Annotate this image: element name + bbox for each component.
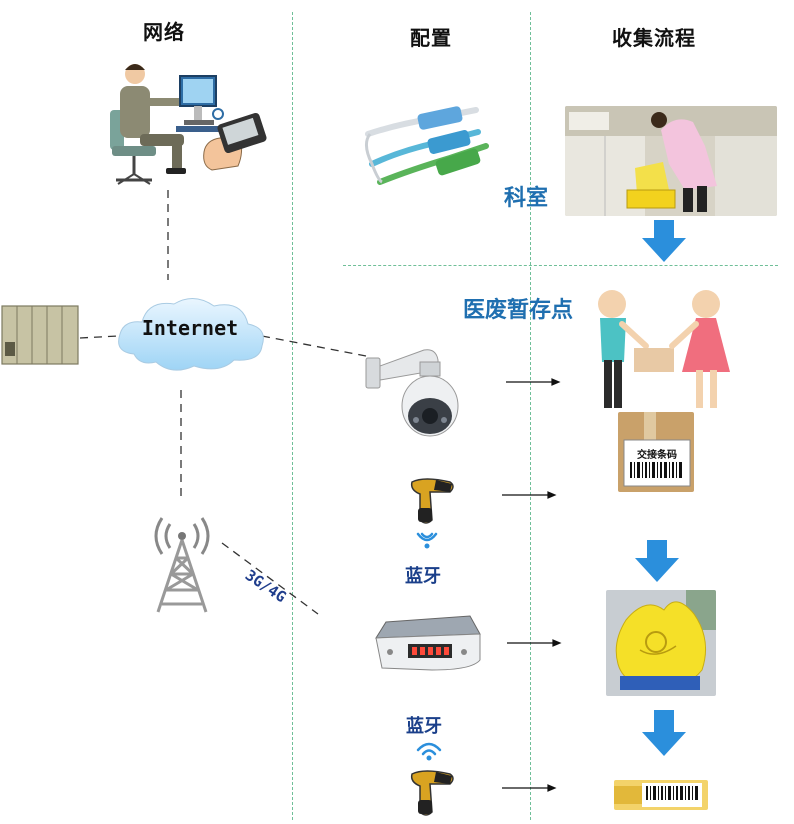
ptz-camera-icon	[364, 340, 464, 444]
bluetooth-label-1: 蓝牙	[405, 566, 441, 587]
connector-tower-mobile	[221, 542, 319, 615]
column-title-config: 配置	[410, 26, 452, 50]
bluetooth-label-2: 蓝牙	[406, 716, 442, 737]
server-icon	[0, 302, 82, 370]
barcode-card-text: 交接条码	[637, 450, 677, 461]
handover-figures-icon	[584, 284, 744, 418]
divider-network-config	[292, 12, 293, 820]
divider-config-process	[530, 12, 531, 820]
cloud-icon	[118, 298, 264, 371]
column-title-process: 收集流程	[612, 26, 696, 50]
computer-user-icon	[100, 56, 260, 190]
divider-dept-storage	[343, 265, 778, 266]
medical-waste-bag-photo	[606, 590, 716, 696]
flow-arrow-down-icon-3	[642, 710, 686, 756]
barcode-scanner-icon-1	[406, 474, 458, 530]
cable-tie-seals-icon	[358, 104, 490, 204]
column-title-network: 网络	[143, 20, 185, 44]
department-label: 科室	[504, 186, 549, 211]
connector-internet-camera	[261, 335, 367, 357]
config-process-arrows	[502, 378, 562, 792]
signal-waves-icon-1	[412, 526, 442, 554]
connector-server-internet	[79, 335, 119, 339]
barcode-tag-photo	[614, 780, 708, 810]
department-photo	[565, 106, 777, 216]
internet-label: Internet	[141, 316, 239, 340]
barcode-scanner-icon-2	[406, 766, 458, 822]
signal-waves-icon-2	[414, 738, 444, 766]
handover-barcode-photo: 交接条码	[618, 412, 694, 492]
cell-tower-icon	[150, 512, 214, 620]
storage-point-label: 医废暂存点	[463, 298, 574, 323]
electronic-scale-icon	[372, 606, 484, 676]
handheld-device-icon	[200, 112, 270, 178]
flow-arrow-down-icon-1	[642, 220, 686, 262]
internet-cloud: Internet	[110, 290, 270, 378]
flow-arrow-down-icon-2	[635, 540, 679, 582]
